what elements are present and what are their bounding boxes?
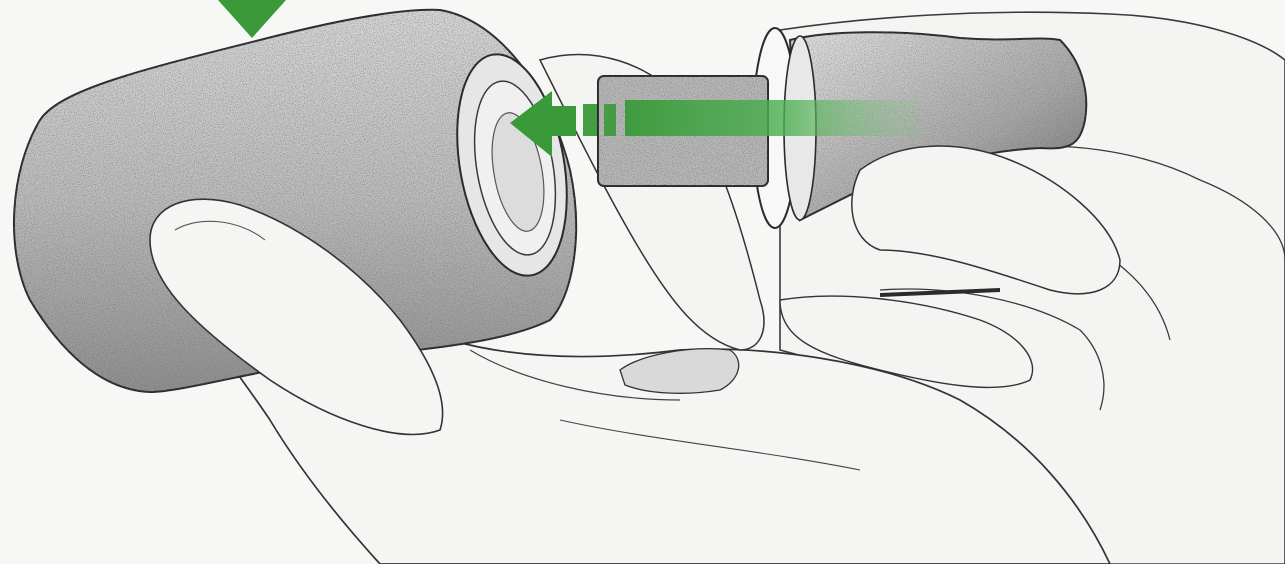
triangle-down-icon	[218, 0, 286, 38]
